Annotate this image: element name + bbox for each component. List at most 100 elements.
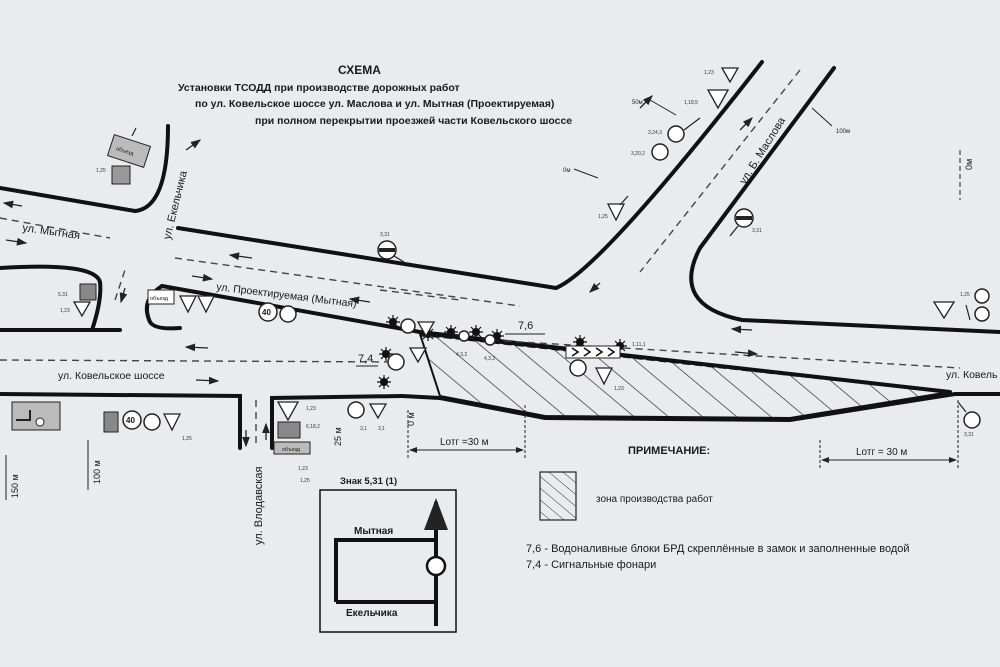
dist-0m-top: 0м bbox=[563, 168, 570, 174]
title-line-4: при полном перекрытии проезжей части Ков… bbox=[255, 115, 572, 127]
note-heading: ПРИМЕЧАНИЕ: bbox=[628, 445, 710, 457]
code-1-18-5: 1,18,5 bbox=[684, 100, 698, 106]
centerline-proekt-b bbox=[379, 289, 461, 301]
centerline-proekt bbox=[174, 257, 521, 307]
arrow-13 bbox=[734, 349, 759, 358]
no-entry-sign-icon bbox=[400, 318, 416, 334]
sign-post bbox=[683, 117, 701, 131]
detour-scheme-sign-icon bbox=[111, 165, 131, 185]
code-1-23: 1,23 bbox=[298, 466, 308, 472]
road-edge-maslova-left bbox=[554, 60, 764, 290]
prohibition-sign-icon bbox=[667, 125, 685, 143]
speed-limit-sign-icon bbox=[974, 306, 990, 322]
dist-25m: 25 м bbox=[333, 427, 343, 446]
dist-0m-leader bbox=[573, 168, 599, 179]
sign-post bbox=[957, 401, 967, 413]
sign-group-maslova-mid: 1,25 bbox=[598, 195, 629, 222]
note-item-2: 7,4 - Сигнальные фонари bbox=[526, 559, 656, 571]
roadworks-sign-icon bbox=[416, 321, 436, 338]
objezd-plate bbox=[147, 289, 175, 305]
sign-group-work-start: 4,3,2 4,3,2 bbox=[387, 318, 496, 371]
sign-group-bottom-left: 40 1,25 bbox=[11, 401, 192, 442]
dist-50m: 50м bbox=[632, 100, 643, 106]
code-1-23: 1,23 bbox=[704, 70, 714, 76]
sign-group-maslova-top: 1,23 1,18,5 3,24,3 3,20,2 bbox=[631, 67, 740, 161]
arrow-8 bbox=[195, 376, 220, 385]
arrow-5 bbox=[191, 273, 214, 282]
code-1-25: 1,25 bbox=[300, 478, 310, 484]
no-overtake-sign-icon bbox=[651, 143, 669, 161]
sign-group-proekt: 3,31 bbox=[377, 232, 405, 263]
street-kovelskoe-right: ул. Ковель bbox=[946, 369, 998, 381]
code-1-25: 1,25 bbox=[598, 214, 608, 220]
warning-triangle-icon bbox=[178, 295, 198, 314]
code-3-1: 3,1 bbox=[378, 426, 385, 432]
code-3-20-2: 3,20,2 bbox=[631, 151, 645, 157]
roadworks-sign-icon bbox=[408, 347, 428, 364]
sign-post bbox=[393, 255, 405, 263]
title-line-2: Установки ТСОДД при производстве дорожны… bbox=[178, 82, 460, 94]
centerline-mytnaya bbox=[0, 217, 111, 239]
code-1-23: 1,23 bbox=[306, 406, 316, 412]
code-1-25: 1,25 bbox=[182, 436, 192, 442]
code-1-11-1: 1,11,1 bbox=[632, 342, 646, 348]
lamp-1-icon bbox=[386, 315, 400, 329]
arrow-1 bbox=[2, 200, 23, 209]
speed-plate bbox=[103, 411, 119, 433]
detour-scheme-sign-icon bbox=[79, 283, 97, 301]
road-edge-maslova-right bbox=[689, 66, 1000, 334]
code-3-31: 3,31 bbox=[964, 432, 974, 438]
arrow-10 bbox=[589, 282, 601, 293]
sign-group-vlodavskaya: объезд 1,23 6,18,2 3,1 3,1 1,23 1,25 bbox=[273, 401, 388, 484]
sign-post bbox=[965, 304, 971, 321]
scheme-route-icon bbox=[16, 410, 31, 421]
scheme-roundel-icon bbox=[35, 417, 45, 427]
roadworks-sign-icon bbox=[196, 295, 216, 314]
no-entry-sign-icon bbox=[963, 411, 981, 429]
code-5-31: 5,31 bbox=[58, 292, 68, 298]
sign-group-island: объезд 40 bbox=[147, 289, 297, 323]
detour-sign-icon bbox=[277, 421, 301, 439]
centerline-maslova bbox=[639, 69, 801, 273]
work-zone-hatched bbox=[418, 332, 951, 420]
objezd-board bbox=[273, 441, 311, 455]
sign-group-right-mid: 3,31 bbox=[729, 208, 762, 237]
dist-100m: 100 м bbox=[92, 460, 102, 484]
speed-limit-40: 40 bbox=[262, 308, 271, 317]
note-item-1: 7,6 - Водоналивные блоки БРД скреплённые… bbox=[526, 543, 910, 555]
code-1-25: 1,25 bbox=[96, 168, 106, 174]
arrow-6 bbox=[348, 296, 371, 305]
sign-post bbox=[729, 225, 739, 237]
road-edge-ekelchika-left bbox=[133, 124, 170, 213]
chevron-board bbox=[565, 345, 621, 359]
dist-0m-mid: 0 м bbox=[406, 412, 416, 426]
street-vlodavskaya: ул. Влодавская bbox=[253, 467, 265, 545]
warning-triangle-icon bbox=[706, 89, 730, 110]
sign-post bbox=[131, 127, 137, 137]
dist-100m-leader bbox=[811, 107, 833, 127]
no-overtake-sign-icon bbox=[974, 288, 990, 304]
code-3-1: 3,1 bbox=[360, 426, 367, 432]
no-overtake-sign-icon bbox=[279, 305, 297, 323]
code-6-18-2: 6,18,2 bbox=[306, 424, 320, 430]
sign-bar bbox=[572, 366, 584, 370]
lamp-9-icon bbox=[377, 375, 391, 389]
road-edge-work-bottom bbox=[400, 392, 1000, 423]
centerline-kovel bbox=[0, 359, 401, 363]
code-4-3-2: 4,3,2 bbox=[484, 356, 495, 362]
code-1-23: 1,23 bbox=[60, 308, 70, 314]
dist-0m-right: 0м bbox=[964, 159, 974, 170]
inset-street-top: Мытная bbox=[354, 526, 393, 537]
dist-150m: 150 м bbox=[10, 474, 20, 498]
water-blocks-line bbox=[419, 332, 951, 394]
work-zone-legend-swatch bbox=[539, 471, 577, 521]
street-mytnaya: ул. Мытная bbox=[22, 222, 81, 242]
roadworks-sign-icon bbox=[276, 401, 300, 422]
no-overtake-sign-icon bbox=[143, 413, 161, 431]
detour-scheme-board bbox=[11, 401, 61, 431]
objezd-label: объезд bbox=[282, 447, 301, 453]
sign-bar bbox=[390, 360, 402, 364]
lamp-6-icon bbox=[573, 335, 587, 349]
